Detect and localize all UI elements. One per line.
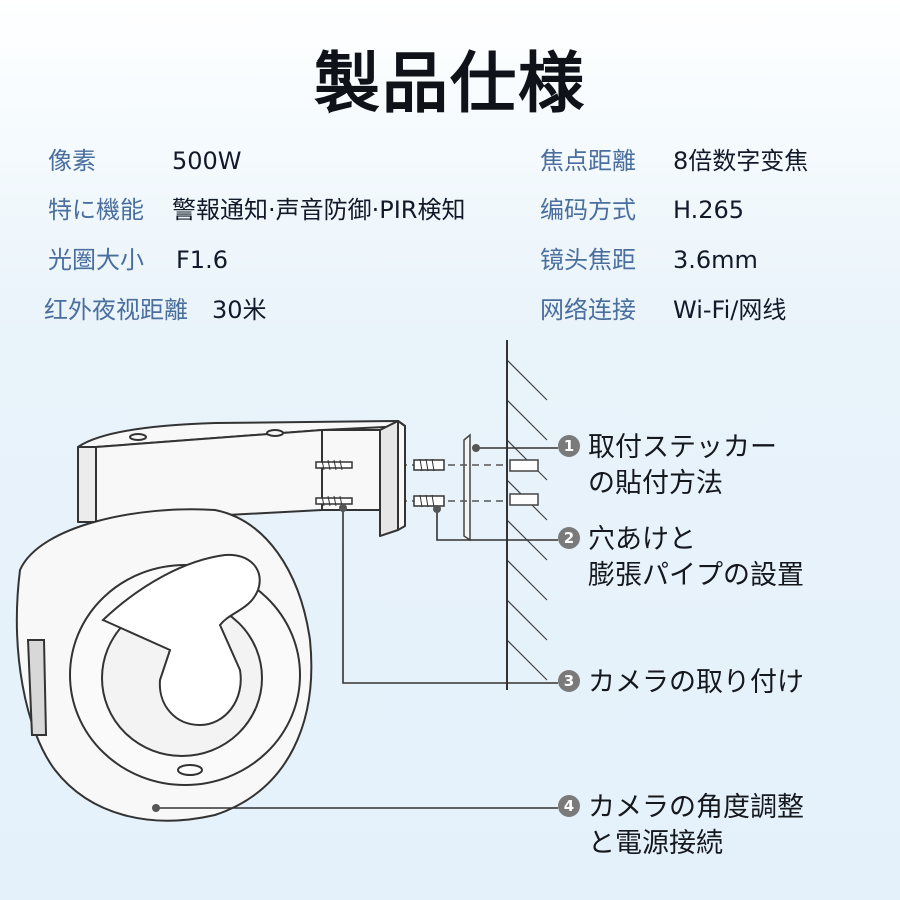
callout-step-1: 1 取付ステッカー の貼付方法: [558, 430, 777, 502]
spec-value: 8倍数字变焦: [673, 147, 809, 175]
spec-value: 警報通知·声音防御·PIR検知: [172, 196, 466, 224]
callout-line: 膨張パイプの設置: [588, 560, 804, 591]
page-title: 製品仕様: [314, 45, 586, 122]
mounting-sticker: [463, 433, 471, 542]
spec-label: 像素: [48, 147, 96, 175]
spec-label: 编码方式: [540, 196, 636, 224]
step-number-badge: 4: [558, 795, 580, 817]
wall: [506, 340, 548, 690]
wall-anchors: [509, 459, 539, 506]
callout-step-3: 3 カメラの取り付け: [558, 665, 804, 701]
leader-lines: [156, 447, 558, 809]
screws-wall: [413, 458, 445, 508]
step-number-badge: 3: [558, 670, 580, 692]
spec-value: Wi-Fi/网线: [673, 296, 787, 324]
spec-value: 3.6mm: [673, 246, 758, 274]
callout-line: カメラの角度調整: [588, 792, 804, 823]
callout-line: と電源接続: [588, 828, 723, 859]
callout-step-2: 2 穴あけと 膨張パイプの設置: [558, 522, 804, 594]
step-number-badge: 2: [558, 527, 580, 549]
spec-label: 红外夜视距離: [44, 296, 188, 324]
spec-value: H.265: [673, 196, 745, 224]
step-number-badge: 1: [558, 435, 580, 457]
spec-label: 特に機能: [48, 196, 144, 224]
callout-step-4: 4 カメラの角度調整 と電源接続: [558, 790, 804, 862]
callout-line: 取付ステッカー: [588, 432, 777, 463]
spec-value: 500W: [172, 147, 242, 175]
camera-bracket: [77, 420, 406, 537]
spec-value: 30米: [212, 296, 267, 324]
spec-label: 网络连接: [540, 296, 636, 324]
callout-line: 穴あけと: [588, 524, 696, 555]
screws-left: [315, 459, 353, 507]
leader-dots: [152, 444, 480, 812]
spec-label: 焦点距離: [540, 147, 636, 175]
camera-body: [15, 508, 313, 822]
spec-value: F1.6: [176, 246, 228, 274]
spec-label: 光圏大小: [48, 246, 144, 274]
callout-line: の貼付方法: [588, 468, 723, 499]
callout-line: カメラの取り付け: [588, 667, 804, 698]
spec-label: 镜头焦距: [540, 246, 636, 274]
